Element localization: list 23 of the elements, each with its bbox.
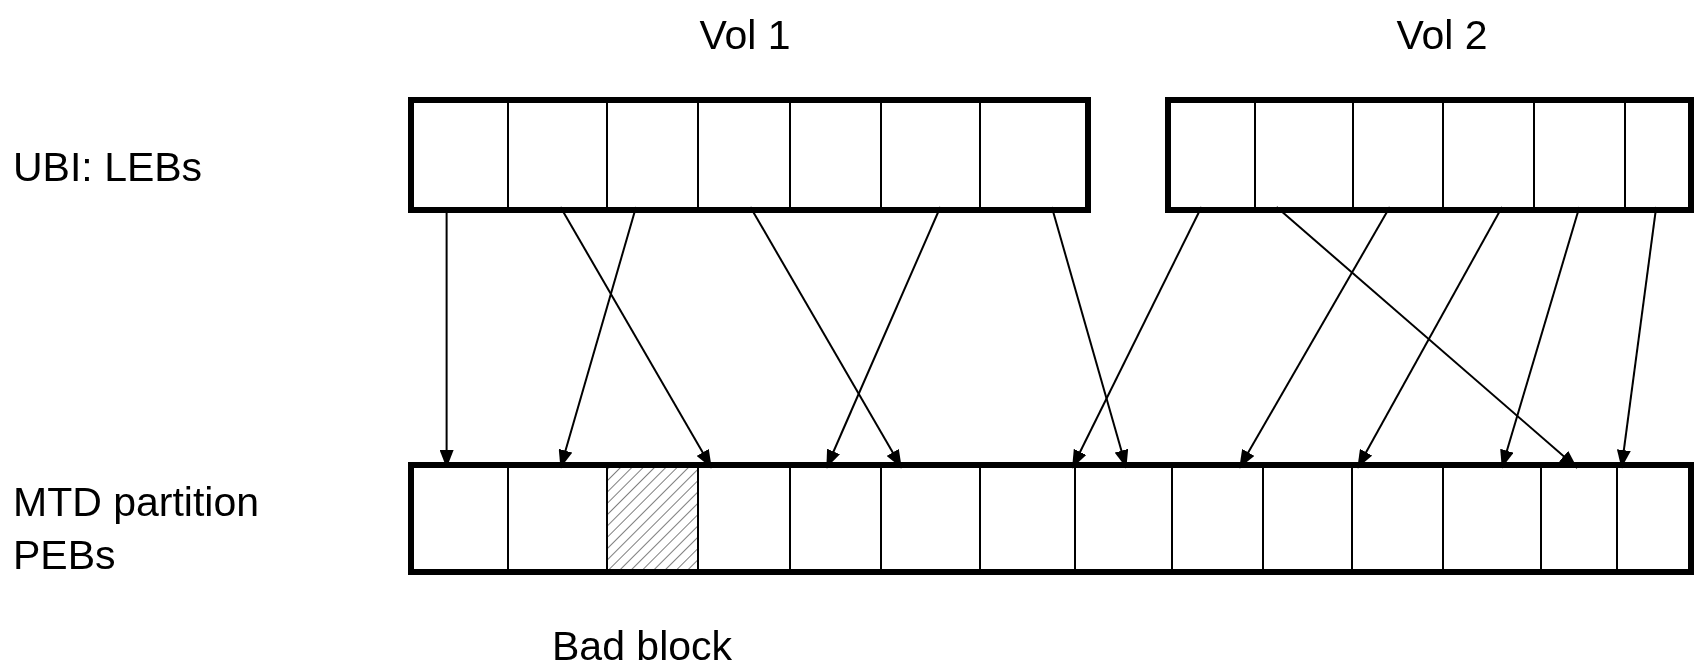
- block-strip: [408, 462, 1694, 575]
- volume-heading: Vol 1: [699, 15, 791, 56]
- row-label: MTD partition PEBs: [13, 478, 261, 581]
- arrow: [825, 206, 942, 469]
- arrow: [1238, 206, 1391, 469]
- volume-block-strip: [1165, 97, 1694, 213]
- block-cell: [979, 103, 1091, 207]
- arrow: [749, 206, 903, 469]
- arrow: [1275, 206, 1579, 469]
- arrow: [558, 206, 638, 469]
- volume-heading: Vol 2: [1396, 15, 1488, 56]
- block-cell: [1616, 468, 1694, 569]
- volume-block-strip: [408, 97, 1091, 213]
- arrow: [1616, 206, 1658, 469]
- bad-block-cell: [606, 468, 697, 569]
- arrow: [1356, 206, 1504, 469]
- arrow: [1050, 206, 1129, 469]
- row-label: Bad block: [552, 622, 734, 665]
- arrow: [1500, 206, 1581, 469]
- row-label: UBI: LEBs: [13, 143, 204, 192]
- arrow: [559, 206, 713, 469]
- arrow: [1071, 206, 1203, 469]
- block-cell: [1624, 103, 1694, 207]
